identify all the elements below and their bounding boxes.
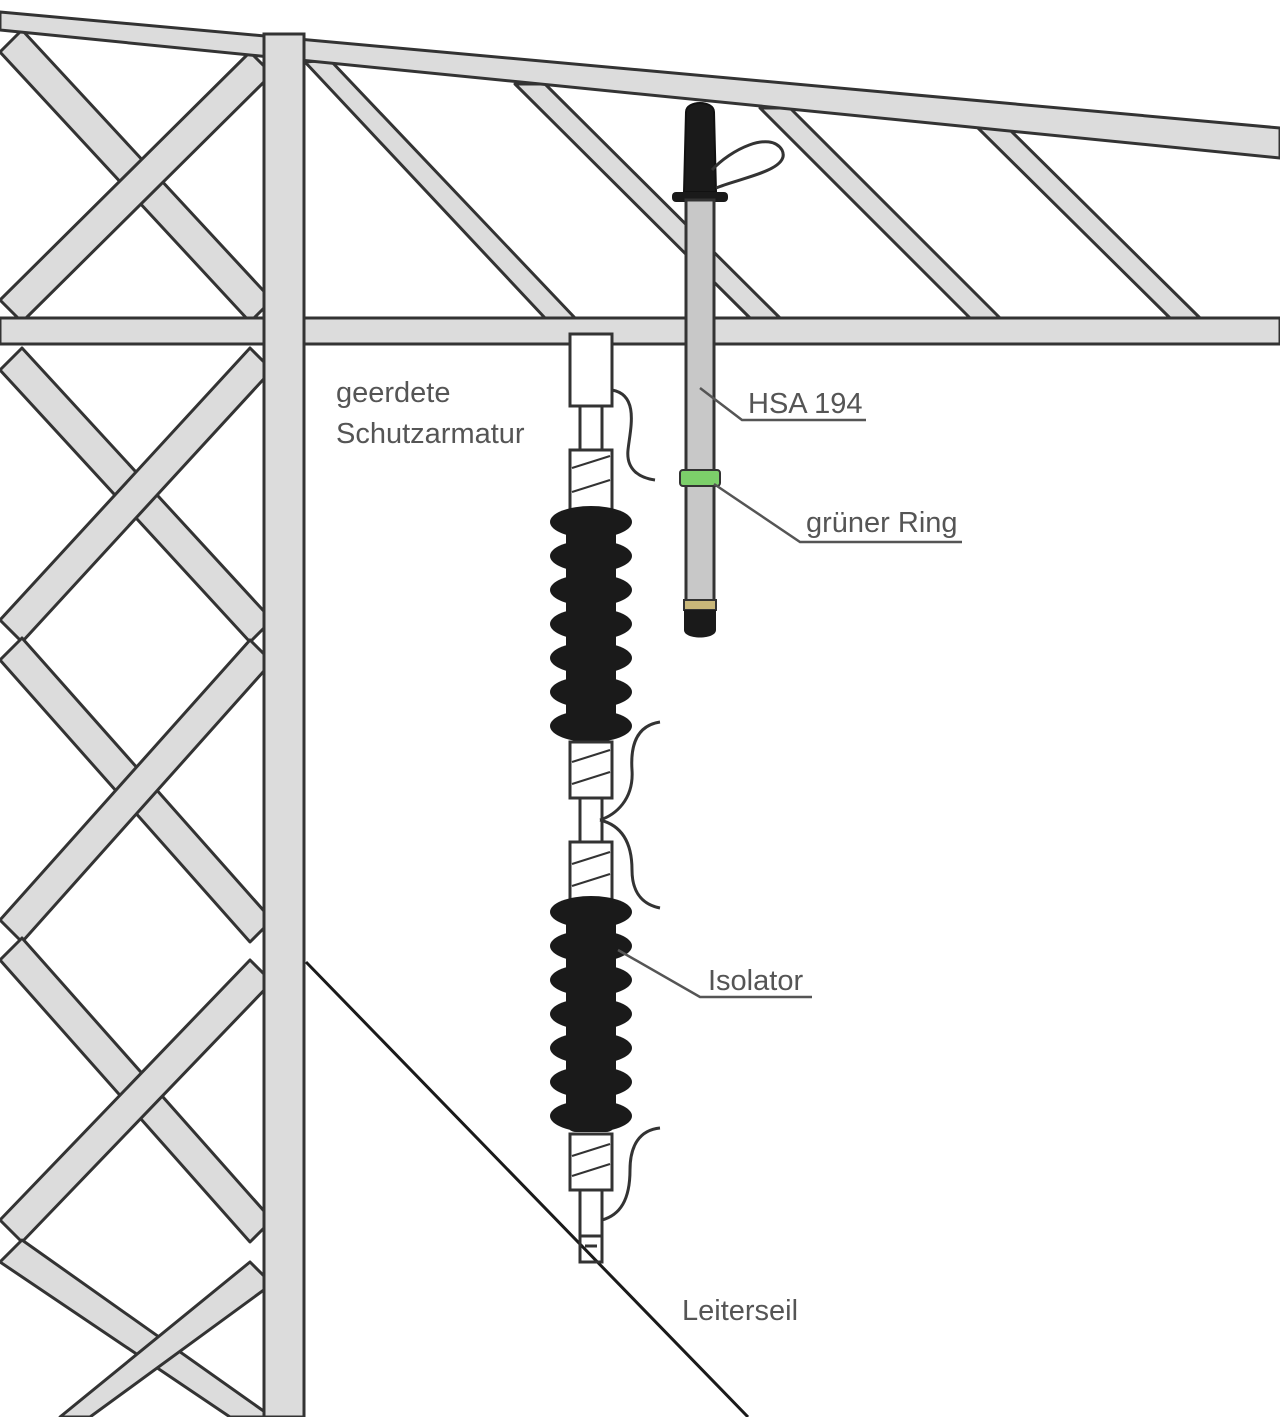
label-gruener-ring: grüner Ring xyxy=(806,507,958,539)
cross-arm xyxy=(0,10,1280,346)
label-isolator: Isolator xyxy=(708,965,803,997)
hsa-device xyxy=(672,102,785,638)
leader-lines xyxy=(617,387,962,999)
green-ring-icon xyxy=(679,469,721,487)
insulator-string xyxy=(550,332,661,1264)
tower-lattice xyxy=(0,28,274,1417)
label-schutzarmatur-line1: geerdete xyxy=(336,377,451,409)
label-hsa-194: HSA 194 xyxy=(748,388,862,420)
label-leiterseil: Leiterseil xyxy=(682,1295,798,1327)
lower-insulator-icon xyxy=(550,896,632,1132)
upper-insulator-icon xyxy=(550,506,632,742)
conductor-line xyxy=(304,960,750,1417)
tower-leg xyxy=(262,32,306,1417)
label-schutzarmatur-line2: Schutzarmatur xyxy=(336,418,525,450)
